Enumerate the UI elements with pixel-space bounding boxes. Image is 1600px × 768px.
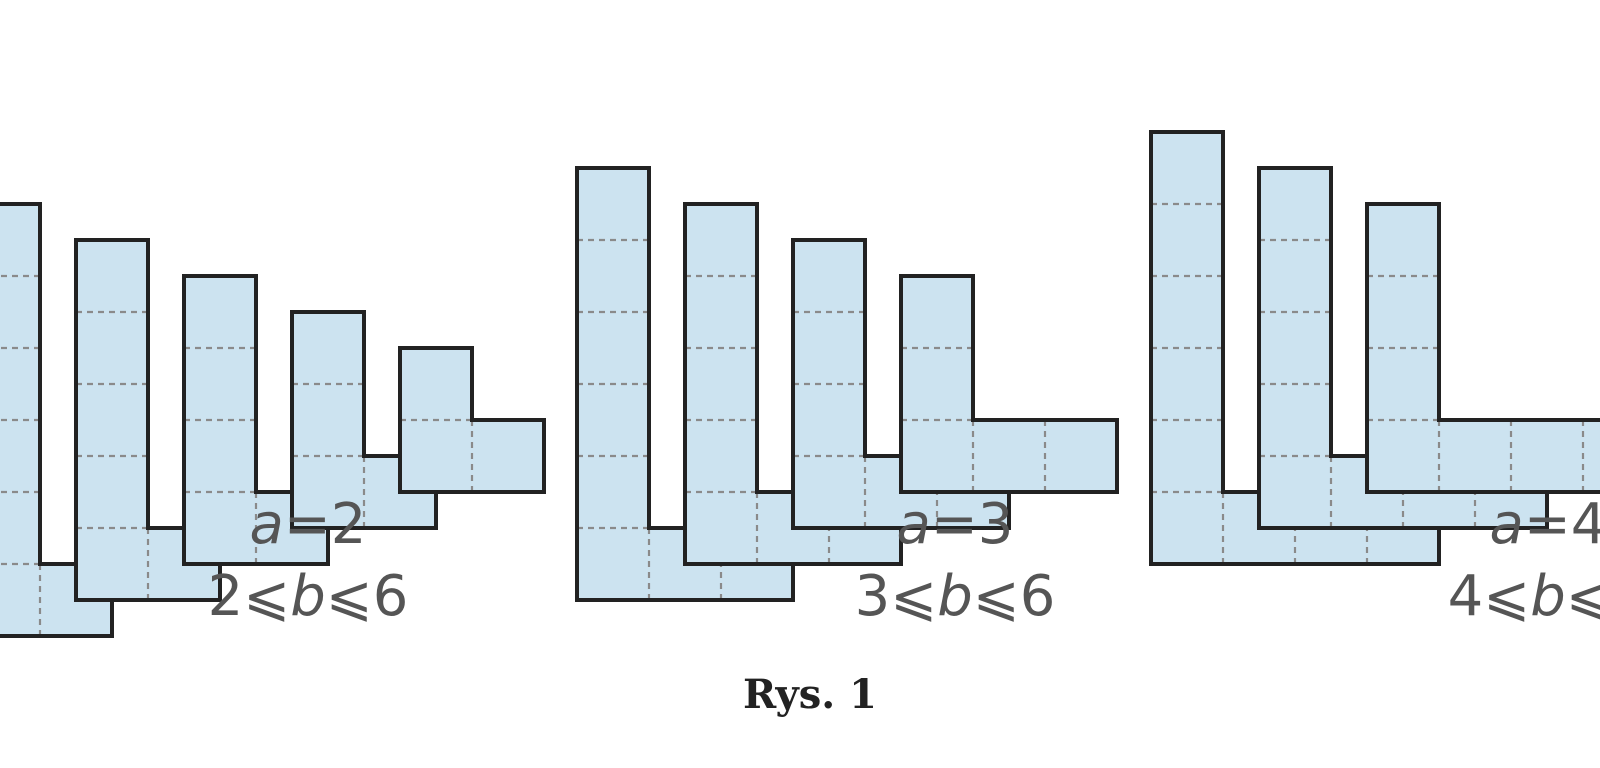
labels-layer: a=2 2⩽b⩽6 a=3 3⩽b⩽6 a=4 4⩽b⩽6 [208, 492, 1600, 629]
piece-outline [1365, 202, 1600, 494]
group-a-3 [575, 166, 1119, 602]
piece-outline [899, 274, 1119, 494]
label-b-range: 3⩽b⩽6 [855, 564, 1056, 629]
piece-fill [577, 168, 793, 600]
piece-outline [398, 346, 546, 494]
label-a-value: a=2 [250, 492, 367, 557]
label-b-range: 2⩽b⩽6 [208, 564, 409, 629]
label-a-value: a=3 [897, 492, 1014, 557]
group-a-4 [1149, 130, 1600, 566]
pieces-layer [0, 130, 1600, 638]
label-a-value: a=4 [1490, 492, 1600, 557]
l-piece-a3-b3 [899, 274, 1119, 494]
group-a-2 [0, 202, 546, 638]
label-b-range: 4⩽b⩽6 [1448, 564, 1600, 629]
figure-caption: Rys. 1 [743, 671, 877, 718]
piece-fill [685, 204, 901, 564]
piece-fill [0, 204, 112, 636]
l-piece-a2-b2 [398, 346, 546, 494]
piece-fill [901, 276, 1117, 492]
l-piece-a4-b4 [1365, 202, 1600, 494]
